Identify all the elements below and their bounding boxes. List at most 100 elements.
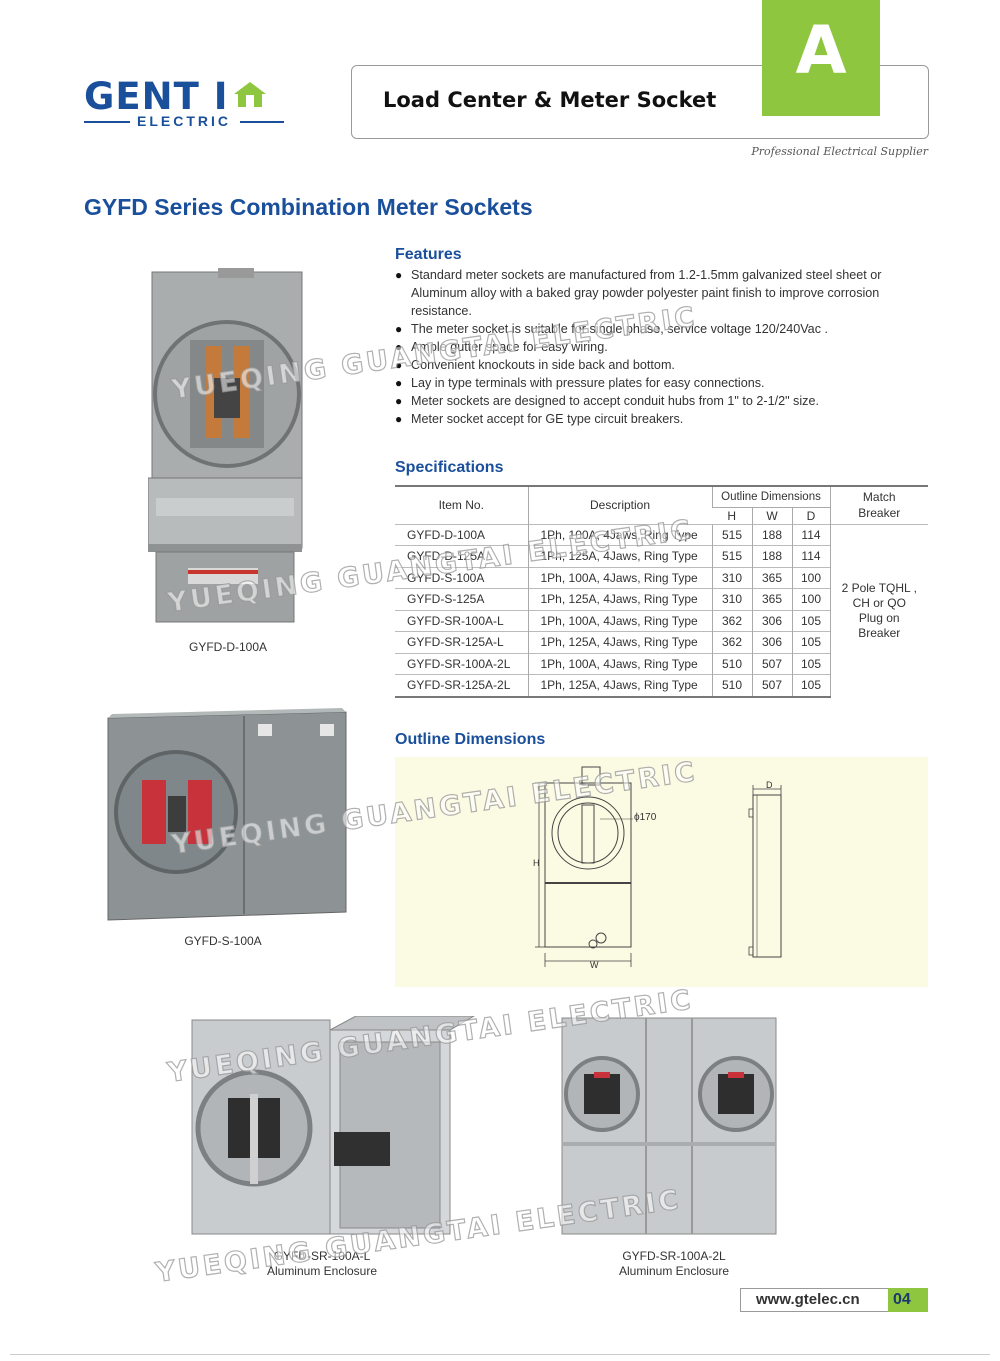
logo-rule-right (240, 121, 284, 123)
cell-description: 1Ph, 100A, 4Jaws, Ring Type (527, 652, 712, 675)
cell-w: 188 (751, 545, 792, 567)
dimension-label-diameter: ϕ170 (634, 812, 657, 823)
feature-item: Convenient knockouts in side back and bo… (395, 356, 935, 374)
cell-w: 365 (751, 566, 792, 589)
column-header-w: W (751, 506, 792, 524)
cell-h: 510 (711, 674, 752, 698)
dimension-label-h: H (533, 858, 540, 868)
photo-caption-sr100a2l-sub: Aluminum Enclosure (618, 1264, 730, 1278)
cell-item: GYFD-SR-100A-2L (395, 652, 528, 675)
cell-item: GYFD-SR-100A-L (395, 609, 528, 632)
photo-caption-sr100al: GYFD-SR-100A-L Aluminum Enclosure (246, 1249, 398, 1279)
features-heading: Features (395, 246, 462, 263)
page-number: 04 (893, 1291, 911, 1308)
table-row: GYFD-S-100A 1Ph, 100A, 4Jaws, Ring Type … (395, 566, 928, 589)
cell-w: 507 (751, 674, 792, 698)
cell-description: 1Ph, 125A, 4Jaws, Ring Type (527, 545, 712, 567)
cell-h: 310 (711, 588, 752, 610)
table-row: GYFD-SR-125A-L 1Ph, 125A, 4Jaws, Ring Ty… (395, 631, 928, 653)
cell-h: 515 (711, 545, 752, 567)
table-row: GYFD-S-125A 1Ph, 125A, 4Jaws, Ring Type … (395, 588, 928, 610)
column-header-outline: Outline Dimensions (711, 485, 830, 507)
cell-d: 100 (791, 588, 830, 610)
cell-d: 105 (791, 652, 830, 675)
cell-w: 507 (751, 652, 792, 675)
dimension-label-w: W (590, 960, 599, 970)
column-header-d: D (791, 506, 830, 524)
cell-item: GYFD-D-100A (395, 523, 528, 546)
cell-d: 114 (791, 545, 830, 567)
photo-caption-sr100al-title: GYFD-SR-100A-L (273, 1249, 371, 1263)
match-header-line-2: Breaker (858, 506, 901, 521)
specifications-table: Item No. Description Outline Dimensions … (395, 485, 928, 698)
cell-item: GYFD-SR-125A-L (395, 631, 528, 653)
cell-d: 105 (791, 631, 830, 653)
feature-item: The meter socket is suitable for single … (395, 320, 935, 338)
cell-h: 362 (711, 631, 752, 653)
table-row: GYFD-SR-125A-2L 1Ph, 125A, 4Jaws, Ring T… (395, 674, 928, 698)
features-list: Standard meter sockets are manufactured … (395, 266, 935, 428)
table-row: GYFD-SR-100A-2L 1Ph, 100A, 4Jaws, Ring T… (395, 652, 928, 675)
logo-rule-left (84, 121, 130, 123)
match-line: 2 Pole TQHL , (841, 580, 917, 595)
section-tab-overlay (762, 0, 880, 116)
cell-description: 1Ph, 100A, 4Jaws, Ring Type (527, 523, 712, 546)
table-row: GYFD-D-125A 1Ph, 125A, 4Jaws, Ring Type … (395, 545, 928, 567)
table-row: GYFD-SR-100A-L 1Ph, 100A, 4Jaws, Ring Ty… (395, 609, 928, 632)
cell-description: 1Ph, 125A, 4Jaws, Ring Type (527, 588, 712, 610)
match-header-line-1: Match (862, 490, 896, 505)
cell-description: 1Ph, 125A, 4Jaws, Ring Type (527, 631, 712, 653)
column-header-description: Description (527, 485, 712, 524)
page-category-title: Load Center & Meter Socket (383, 88, 717, 112)
photo-caption-sr100a2l: GYFD-SR-100A-2L Aluminum Enclosure (598, 1249, 750, 1279)
cell-w: 365 (751, 588, 792, 610)
meter-socket-sr100a2l-image (561, 1017, 777, 1235)
photo-caption-sr100al-sub: Aluminum Enclosure (266, 1264, 378, 1278)
table-row: GYFD-D-100A 1Ph, 100A, 4Jaws, Ring Type … (395, 523, 928, 697)
cell-description: 1Ph, 125A, 4Jaws, Ring Type (527, 674, 712, 698)
dimension-label-d: D (766, 780, 773, 790)
meter-socket-sr100al-image (191, 1016, 475, 1235)
outline-heading: Outline Dimensions (395, 731, 546, 748)
column-header-h: H (712, 506, 752, 524)
cell-item: GYFD-S-125A (395, 588, 528, 610)
meter-socket-d100a-image (148, 268, 308, 626)
feature-item: Meter socket accept for GE type circuit … (395, 410, 935, 428)
cell-d: 100 (791, 566, 830, 589)
cell-description: 1Ph, 100A, 4Jaws, Ring Type (527, 566, 712, 589)
cell-h: 310 (711, 566, 752, 589)
feature-item: Ample gutter space for easy wiring. (395, 338, 935, 356)
photo-caption-s100a: GYFD-S-100A (184, 934, 262, 948)
cell-w: 188 (751, 523, 792, 546)
cell-h: 362 (711, 609, 752, 632)
cell-d: 114 (791, 523, 830, 546)
section-letter-overlay: A (795, 12, 847, 89)
cell-match-breaker: 2 Pole TQHL , CH or QO Plug on Breaker (829, 523, 928, 697)
footer-url-box (740, 1288, 888, 1312)
outline-diagram-panel (395, 757, 928, 987)
cell-d: 105 (791, 609, 830, 632)
cell-d: 105 (791, 674, 830, 698)
logo-wordmark: GENT I (84, 75, 229, 118)
cell-w: 306 (751, 609, 792, 632)
footer-url: www.gtelec.cn (756, 1291, 860, 1308)
photo-caption-sr100a2l-title: GYFD-SR-100A-2L (622, 1249, 726, 1263)
cell-item: GYFD-D-125A (395, 545, 528, 567)
tagline: Professional Electrical Supplier (751, 145, 928, 158)
feature-item: Meter sockets are designed to accept con… (395, 392, 935, 410)
match-line: CH or QO (852, 595, 906, 610)
page-title: GYFD Series Combination Meter Sockets (84, 194, 533, 220)
feature-item: Lay in type terminals with pressure plat… (395, 374, 935, 392)
cell-w: 306 (751, 631, 792, 653)
cell-item: GYFD-SR-125A-2L (395, 674, 528, 698)
specifications-heading: Specifications (395, 459, 504, 476)
page-number-badge (888, 1288, 928, 1312)
feature-item: Standard meter sockets are manufactured … (395, 266, 935, 320)
logo-subtitle: ELECTRIC (137, 113, 231, 129)
outline-drawing (535, 766, 782, 967)
meter-socket-s100a-image (107, 708, 347, 921)
cell-h: 510 (711, 652, 752, 675)
cell-item: GYFD-S-100A (395, 566, 528, 589)
photo-caption-d100a: GYFD-D-100A (188, 640, 268, 654)
column-header-match-breaker: Match Breaker (829, 485, 928, 524)
